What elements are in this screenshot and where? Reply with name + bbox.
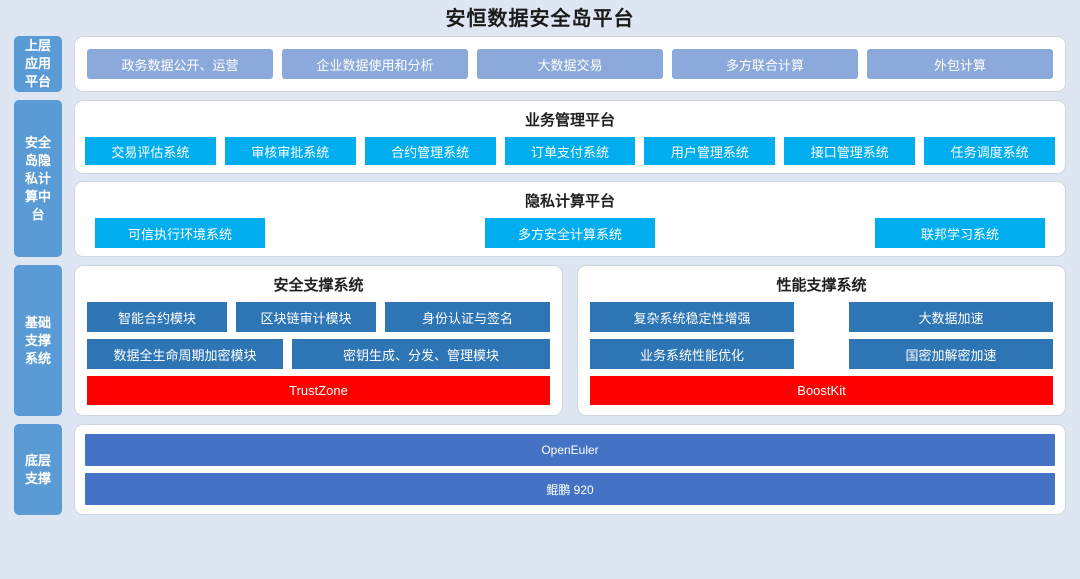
performance-support-row-2: 业务系统性能优化 国密加解密加速	[590, 339, 1053, 369]
layer-foundation-support: 基础支撑系统 安全支撑系统 智能合约模块 区块链审计模块 身份认证与签名 数据全…	[0, 265, 1080, 416]
performance-chip-system-stability[interactable]: 复杂系统稳定性增强	[590, 302, 794, 332]
layer-base-body: OpenEuler 鲲鹏 920	[74, 424, 1066, 515]
performance-support-highlight-row: BoostKit	[590, 376, 1053, 405]
base-support-row-kunpeng: 鲲鹏 920	[85, 473, 1055, 505]
performance-chip-bigdata-acceleration[interactable]: 大数据加速	[849, 302, 1053, 332]
biz-chip-contract-management[interactable]: 合约管理系统	[364, 137, 496, 165]
application-chip-row: 政务数据公开、运营 企业数据使用和分析 大数据交易 多方联合计算 外包计算	[87, 49, 1053, 79]
base-chip-openeuler[interactable]: OpenEuler	[85, 434, 1055, 466]
card-business-management-platform: 业务管理平台 交易评估系统 审核审批系统 合约管理系统 订单支付系统 用户管理系…	[74, 100, 1066, 174]
card-base-support: OpenEuler 鲲鹏 920	[74, 424, 1066, 515]
performance-support-row-1: 复杂系统稳定性增强 大数据加速	[590, 302, 1053, 332]
app-chip-government-data[interactable]: 政务数据公开、运营	[87, 49, 273, 79]
app-chip-enterprise-data[interactable]: 企业数据使用和分析	[282, 49, 468, 79]
biz-chip-task-scheduling[interactable]: 任务调度系统	[924, 137, 1056, 165]
performance-chip-sm-crypto-acceleration[interactable]: 国密加解密加速	[849, 339, 1053, 369]
biz-chip-interface-management[interactable]: 接口管理系统	[784, 137, 916, 165]
security-chip-trustzone[interactable]: TrustZone	[87, 376, 550, 405]
layer-foundation-body: 安全支撑系统 智能合约模块 区块链审计模块 身份认证与签名 数据全生命周期加密模…	[74, 265, 1066, 416]
card-security-support-system: 安全支撑系统 智能合约模块 区块链审计模块 身份认证与签名 数据全生命周期加密模…	[74, 265, 563, 416]
layer-application: 上层应用平台 政务数据公开、运营 企业数据使用和分析 大数据交易 多方联合计算 …	[0, 36, 1080, 92]
security-chip-key-management[interactable]: 密钥生成、分发、管理模块	[292, 339, 550, 369]
card-performance-support-system: 性能支撑系统 复杂系统稳定性增强 大数据加速 业务系统性能优化 国密加解密加速 …	[577, 265, 1066, 416]
app-chip-multiparty-compute[interactable]: 多方联合计算	[672, 49, 858, 79]
base-support-row-openeuler: OpenEuler	[85, 434, 1055, 466]
support-systems-wrapper: 安全支撑系统 智能合约模块 区块链审计模块 身份认证与签名 数据全生命周期加密模…	[74, 265, 1066, 416]
layer-application-body: 政务数据公开、运营 企业数据使用和分析 大数据交易 多方联合计算 外包计算	[74, 36, 1066, 92]
sidebar-label-privacy-midplatform: 安全岛隐私计算中台	[14, 100, 62, 257]
card-title-privacy-computing: 隐私计算平台	[524, 193, 615, 210]
card-title-security-support: 安全支撑系统	[273, 277, 364, 294]
app-chip-bigdata-trade[interactable]: 大数据交易	[477, 49, 663, 79]
privacy-computing-chip-row: 可信执行环境系统 多方安全计算系统 联邦学习系统	[85, 218, 1055, 248]
performance-chip-business-optimization[interactable]: 业务系统性能优化	[590, 339, 794, 369]
sidebar-label-base-support: 底层支撑	[14, 424, 62, 515]
performance-chip-boostkit[interactable]: BoostKit	[590, 376, 1053, 405]
security-support-row-1: 智能合约模块 区块链审计模块 身份认证与签名	[87, 302, 550, 332]
layer-base-support: 底层支撑 OpenEuler 鲲鹏 920	[0, 424, 1080, 515]
sidebar-label-application: 上层应用平台	[14, 36, 62, 92]
biz-chip-trade-evaluation[interactable]: 交易评估系统	[85, 137, 216, 165]
security-support-row-2: 数据全生命周期加密模块 密钥生成、分发、管理模块	[87, 339, 550, 369]
layer-privacy-body: 业务管理平台 交易评估系统 审核审批系统 合约管理系统 订单支付系统 用户管理系…	[74, 100, 1066, 257]
card-privacy-computing-platform: 隐私计算平台 可信执行环境系统 多方安全计算系统 联邦学习系统	[74, 181, 1066, 257]
app-chip-outsourced-compute[interactable]: 外包计算	[867, 49, 1053, 79]
security-chip-lifecycle-encryption[interactable]: 数据全生命周期加密模块	[87, 339, 283, 369]
card-title-performance-support: 性能支撑系统	[776, 277, 867, 294]
security-chip-smart-contract[interactable]: 智能合约模块	[87, 302, 227, 332]
layer-privacy-midplatform: 安全岛隐私计算中台 业务管理平台 交易评估系统 审核审批系统 合约管理系统 订单…	[0, 100, 1080, 257]
security-chip-blockchain-audit[interactable]: 区块链审计模块	[236, 302, 376, 332]
privacy-chip-mpc[interactable]: 多方安全计算系统	[485, 218, 655, 248]
sidebar-label-foundation-support: 基础支撑系统	[14, 265, 62, 416]
privacy-chip-federated-learning[interactable]: 联邦学习系统	[875, 218, 1045, 248]
biz-chip-user-management[interactable]: 用户管理系统	[644, 137, 776, 165]
security-chip-identity-signature[interactable]: 身份认证与签名	[385, 302, 550, 332]
page-title: 安恒数据安全岛平台	[445, 8, 635, 30]
security-support-highlight-row: TrustZone	[87, 376, 550, 405]
base-chip-kunpeng-920[interactable]: 鲲鹏 920	[85, 473, 1055, 505]
biz-chip-review-approval[interactable]: 审核审批系统	[224, 137, 356, 165]
card-title-business-management: 业务管理平台	[524, 112, 615, 129]
privacy-chip-tee[interactable]: 可信执行环境系统	[95, 218, 265, 248]
card-application-platform: 政务数据公开、运营 企业数据使用和分析 大数据交易 多方联合计算 外包计算	[74, 36, 1066, 92]
biz-chip-order-payment[interactable]: 订单支付系统	[504, 137, 636, 165]
business-management-chip-row: 交易评估系统 审核审批系统 合约管理系统 订单支付系统 用户管理系统 接口管理系…	[85, 137, 1056, 165]
